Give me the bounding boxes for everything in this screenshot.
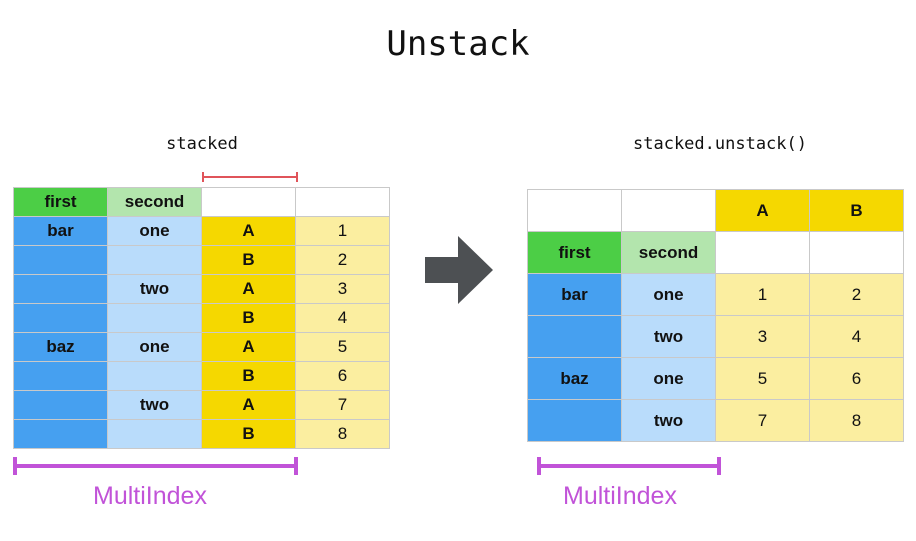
value-cell: 1 xyxy=(295,216,390,246)
key-cell: A xyxy=(201,390,296,420)
index-first-cell xyxy=(527,399,622,442)
index-second-cell xyxy=(107,361,202,391)
table-row: B 8 xyxy=(13,419,390,449)
index-first-cell xyxy=(13,390,108,420)
key-cell: B xyxy=(201,361,296,391)
value-cell: 1 xyxy=(715,273,810,316)
index-first-cell xyxy=(13,245,108,275)
multiindex-bracket-icon xyxy=(13,457,298,475)
index-second-cell xyxy=(107,303,202,333)
index-second-cell: two xyxy=(621,399,716,442)
key-cell: B xyxy=(201,303,296,333)
value-cell: 7 xyxy=(715,399,810,442)
index-first-cell xyxy=(13,274,108,304)
index-header-row: first second xyxy=(527,231,904,274)
header-cell-second: second xyxy=(107,187,202,217)
page-title: Unstack xyxy=(386,24,530,64)
table-row: baz one A 5 xyxy=(13,332,390,362)
table-header-row: first second xyxy=(13,187,390,217)
table-row: B 4 xyxy=(13,303,390,333)
key-cell: A xyxy=(201,274,296,304)
column-header-a: A xyxy=(715,189,810,232)
multiindex-bracket-icon xyxy=(537,457,721,475)
index-first-cell xyxy=(13,361,108,391)
index-second-cell xyxy=(107,419,202,449)
value-cell: 4 xyxy=(295,303,390,333)
multiindex-label-right: MultiIndex xyxy=(563,482,677,510)
value-cell: 2 xyxy=(809,273,904,316)
key-cell: A xyxy=(201,216,296,246)
index-second-cell: one xyxy=(107,332,202,362)
table-row: two A 3 xyxy=(13,274,390,304)
red-bracket-icon xyxy=(202,172,298,182)
header-cell-empty xyxy=(295,187,390,217)
header-cell-first: first xyxy=(527,231,622,274)
column-header-b: B xyxy=(809,189,904,232)
value-cell: 6 xyxy=(295,361,390,391)
index-first-cell: bar xyxy=(527,273,622,316)
value-cell: 5 xyxy=(715,357,810,400)
header-cell-second: second xyxy=(621,231,716,274)
index-first-cell xyxy=(527,315,622,358)
value-cell: 6 xyxy=(809,357,904,400)
key-cell: B xyxy=(201,419,296,449)
unstacked-table: A B first second bar one 1 2 two 3 4 baz… xyxy=(527,189,904,442)
table-row: baz one 5 6 xyxy=(527,357,904,400)
value-cell: 8 xyxy=(809,399,904,442)
index-first-cell: baz xyxy=(13,332,108,362)
index-second-cell: one xyxy=(621,273,716,316)
value-cell: 4 xyxy=(809,315,904,358)
value-cell: 8 xyxy=(295,419,390,449)
index-first-cell xyxy=(13,303,108,333)
column-header-row: A B xyxy=(527,189,904,232)
header-cell-empty xyxy=(621,189,716,232)
header-cell-empty xyxy=(201,187,296,217)
header-cell-empty xyxy=(809,231,904,274)
table-row: B 6 xyxy=(13,361,390,391)
right-caption: stacked.unstack() xyxy=(633,134,807,154)
index-second-cell: two xyxy=(621,315,716,358)
index-second-cell: two xyxy=(107,274,202,304)
index-second-cell xyxy=(107,245,202,275)
index-first-cell: bar xyxy=(13,216,108,246)
multiindex-label-left: MultiIndex xyxy=(93,482,207,510)
table-row: two 3 4 xyxy=(527,315,904,358)
value-cell: 5 xyxy=(295,332,390,362)
right-arrow-icon xyxy=(425,236,493,304)
value-cell: 2 xyxy=(295,245,390,275)
value-cell: 3 xyxy=(295,274,390,304)
table-row: bar one 1 2 xyxy=(527,273,904,316)
index-first-cell: baz xyxy=(527,357,622,400)
stacked-table: first second bar one A 1 B 2 two A 3 B xyxy=(13,187,390,449)
key-cell: B xyxy=(201,245,296,275)
table-row: two A 7 xyxy=(13,390,390,420)
left-caption: stacked xyxy=(166,134,238,154)
value-cell: 7 xyxy=(295,390,390,420)
table-row: two 7 8 xyxy=(527,399,904,442)
table-row: bar one A 1 xyxy=(13,216,390,246)
table-row: B 2 xyxy=(13,245,390,275)
key-cell: A xyxy=(201,332,296,362)
value-cell: 3 xyxy=(715,315,810,358)
index-second-cell: two xyxy=(107,390,202,420)
index-first-cell xyxy=(13,419,108,449)
index-second-cell: one xyxy=(621,357,716,400)
index-second-cell: one xyxy=(107,216,202,246)
header-cell-first: first xyxy=(13,187,108,217)
header-cell-empty xyxy=(715,231,810,274)
header-cell-empty xyxy=(527,189,622,232)
